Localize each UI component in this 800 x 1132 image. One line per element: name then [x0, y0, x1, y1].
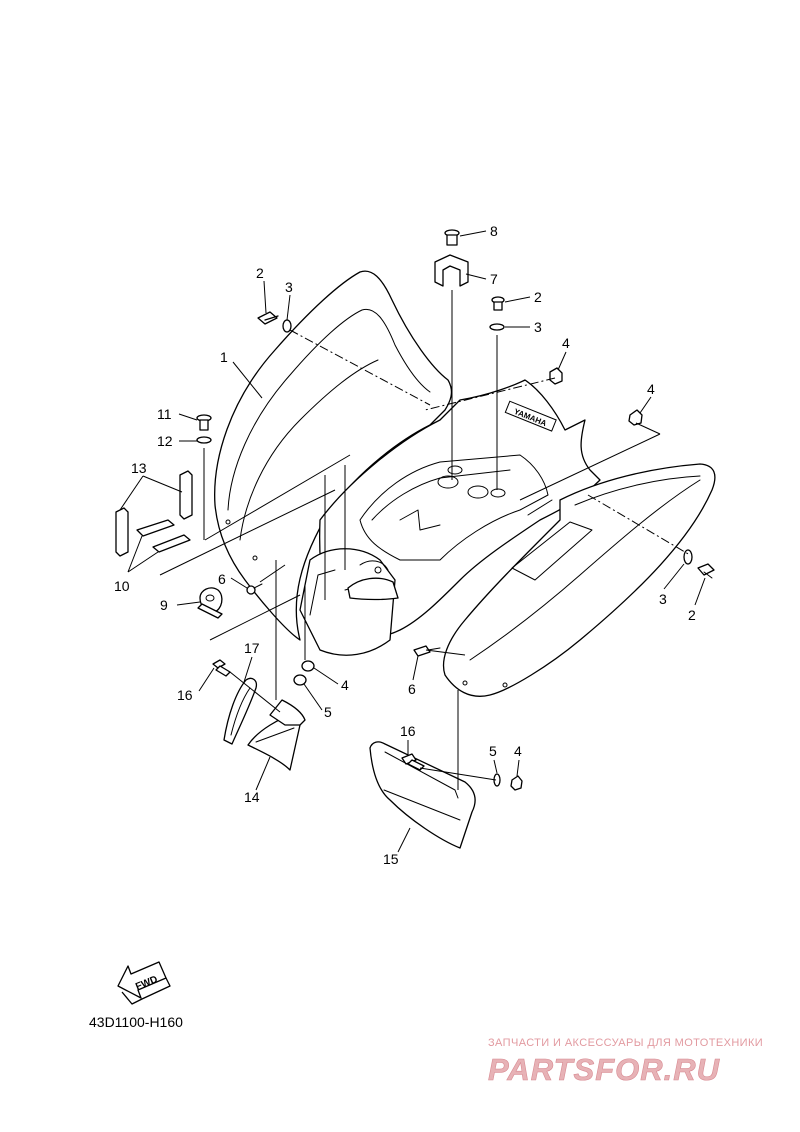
foam-10	[136, 519, 191, 553]
nut-4-side	[628, 409, 643, 426]
screw-6-left	[246, 583, 263, 595]
callout-2: 2	[688, 607, 696, 623]
assembly-lines	[159, 290, 691, 790]
nut-4-right	[510, 775, 523, 791]
callout-3: 3	[534, 319, 542, 335]
callout-leaders	[119, 230, 706, 853]
bolt-16-right	[401, 753, 425, 771]
callout-8: 8	[490, 223, 498, 239]
clip-7	[434, 254, 469, 287]
bolt-2-left	[257, 311, 279, 325]
callout-4: 4	[647, 381, 655, 397]
watermark-caption: ЗАПЧАСТИ И АКСЕССУАРЫ ДЛЯ МОТОТЕХНИКИ	[488, 1037, 764, 1049]
watermark-logo: PARTSFOR.RU	[488, 1052, 721, 1086]
washer-5-left	[293, 674, 307, 686]
rear-fender: YAMAHA	[214, 270, 716, 697]
nut-4-top	[549, 367, 563, 385]
callout-3: 3	[659, 591, 667, 607]
callout-17: 17	[244, 640, 260, 656]
watermark-logo-text: PARTSFOR.RU	[488, 1052, 721, 1086]
bolt-8	[444, 229, 460, 246]
screw-6-right	[413, 645, 441, 657]
fwd-arrow-icon: FWD	[117, 961, 171, 1005]
mud-flap-left	[247, 699, 306, 771]
callout-6: 6	[218, 571, 226, 587]
grommet-9	[197, 587, 223, 619]
callout-4: 4	[514, 743, 522, 759]
callout-11: 11	[157, 406, 172, 422]
callout-6: 6	[408, 681, 416, 697]
callout-15: 15	[383, 851, 399, 867]
washer-3-left	[282, 319, 292, 333]
callout-2: 2	[256, 265, 264, 281]
foam-13	[115, 470, 193, 557]
callout-16: 16	[400, 723, 416, 739]
callout-16: 16	[177, 687, 193, 703]
bolt-11	[196, 414, 212, 431]
mud-flap-right	[369, 741, 476, 849]
callout-5: 5	[489, 743, 497, 759]
callout-3: 3	[285, 279, 293, 295]
callout-4: 4	[341, 677, 349, 693]
washer-12	[196, 436, 212, 444]
washer-3-right	[489, 323, 505, 331]
callout-5: 5	[324, 704, 332, 720]
diagram-code: 43D1100-H160	[89, 1014, 183, 1030]
callout-9: 9	[160, 597, 168, 613]
callout-12: 12	[157, 433, 173, 449]
callout-7: 7	[490, 271, 498, 287]
band	[223, 677, 258, 745]
callout-numbers: 1 2 3 8 7 2 3 4 4 11 12 13 10 6 9 17 16 …	[114, 223, 696, 867]
callout-4: 4	[562, 335, 570, 351]
bolt-2-right	[491, 296, 505, 311]
under-box	[299, 548, 399, 656]
callout-14: 14	[244, 789, 260, 805]
washer-4-left	[301, 660, 315, 672]
callout-1: 1	[220, 349, 228, 365]
callout-2: 2	[534, 289, 542, 305]
bolt-2-bottom	[697, 563, 715, 579]
callout-10: 10	[114, 578, 130, 594]
washer-3-bottom	[683, 549, 693, 565]
callout-13: 13	[131, 460, 147, 476]
bolt-16-left	[212, 659, 231, 677]
